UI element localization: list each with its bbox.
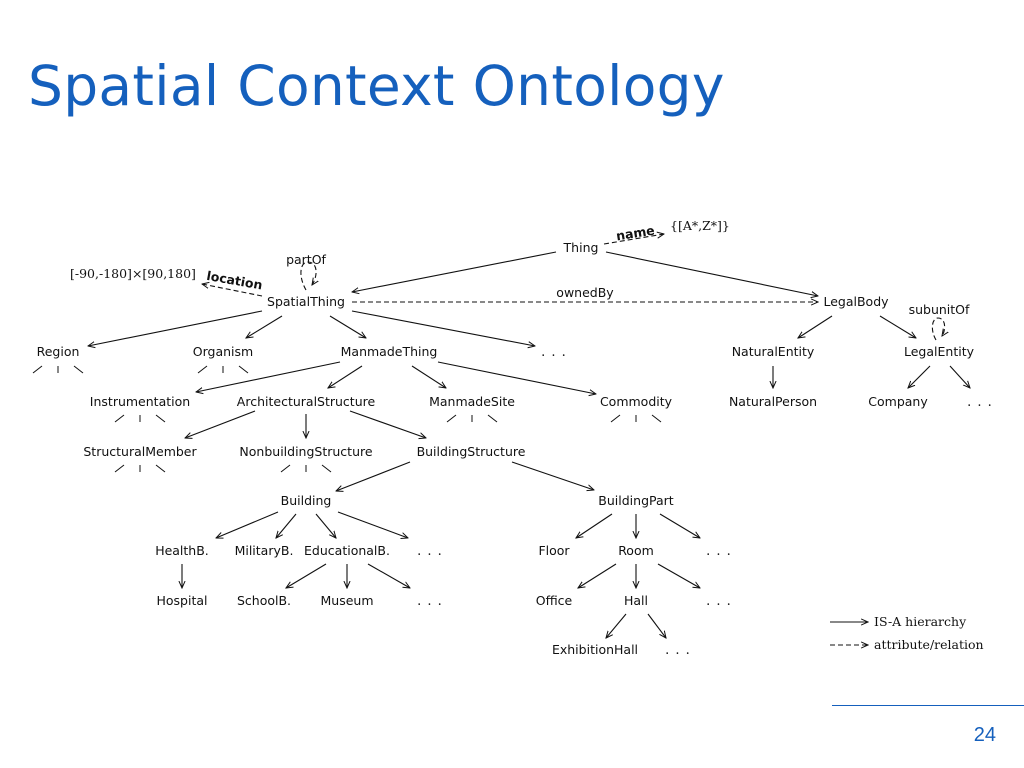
relation-name-label: name	[615, 223, 656, 244]
ellipsis-hall: . . .	[665, 643, 691, 658]
node-hospital: Hospital	[156, 593, 207, 608]
node-school-b: SchoolB.	[237, 593, 291, 608]
node-health-b: HealthB.	[155, 543, 209, 558]
subtree-stubs	[32, 365, 662, 473]
node-building-part: BuildingPart	[598, 493, 673, 508]
relation-subunit-of-label: subunitOf	[909, 302, 970, 317]
node-commodity: Commodity	[600, 394, 673, 409]
node-company: Company	[868, 394, 928, 409]
node-building-structure: BuildingStructure	[417, 444, 526, 459]
node-exhibition-hall: ExhibitionHall	[552, 642, 638, 657]
node-nonbuilding-structure: NonbuildingStructure	[239, 444, 372, 459]
location-range-value: [-90,-180]×[90,180]	[70, 266, 196, 281]
slide-title: Spatial Context Ontology	[28, 54, 725, 118]
ellipsis-building: . . .	[417, 544, 443, 559]
node-legal-entity: LegalEntity	[904, 344, 975, 359]
isa-edges	[88, 251, 970, 638]
node-labels: Thing SpatialThing LegalBody Region Orga…	[37, 240, 993, 658]
node-office: Office	[536, 593, 573, 608]
name-range-value: {[A*,Z*]}	[670, 218, 730, 233]
node-spatial-thing: SpatialThing	[267, 294, 345, 309]
node-manmade-site: ManmadeSite	[429, 394, 515, 409]
node-architectural-structure: ArchitecturalStructure	[237, 394, 376, 409]
node-organism: Organism	[193, 344, 253, 359]
relation-labels: name {[A*,Z*]} location [-90,-180]×[90,1…	[70, 218, 970, 317]
node-educational-b: EducationalB.	[304, 543, 390, 558]
page-number: 24	[973, 724, 996, 746]
node-manmade-thing: ManmadeThing	[341, 344, 438, 359]
ellipsis-educational-b: . . .	[417, 594, 443, 609]
relation-location-label: location	[205, 268, 263, 293]
node-natural-entity: NaturalEntity	[732, 344, 815, 359]
node-room: Room	[618, 543, 654, 558]
node-structural-member: StructuralMember	[83, 444, 197, 459]
node-legal-body: LegalBody	[823, 294, 889, 309]
node-building: Building	[281, 493, 332, 508]
legend-attribute-label: attribute/relation	[874, 637, 984, 652]
node-hall: Hall	[624, 593, 648, 608]
node-floor: Floor	[538, 543, 570, 558]
footer-rule	[832, 705, 1024, 706]
legend-is-a-label: IS-A hierarchy	[874, 614, 967, 629]
relation-edges	[202, 234, 945, 341]
node-thing: Thing	[563, 240, 599, 255]
relation-part-of-label: partOf	[286, 252, 326, 267]
node-region: Region	[37, 344, 80, 359]
legend: IS-A hierarchy attribute/relation	[830, 614, 984, 652]
ellipsis-building-part: . . .	[706, 544, 732, 559]
node-military-b: MilitaryB.	[235, 543, 294, 558]
node-natural-person: NaturalPerson	[729, 394, 817, 409]
node-instrumentation: Instrumentation	[90, 394, 190, 409]
ellipsis-spatial-thing: . . .	[541, 345, 567, 360]
ellipsis-room: . . .	[706, 594, 732, 609]
node-museum: Museum	[320, 593, 373, 608]
relation-owned-by-label: ownedBy	[556, 285, 614, 300]
ellipsis-legal-entity: . . .	[967, 395, 993, 410]
